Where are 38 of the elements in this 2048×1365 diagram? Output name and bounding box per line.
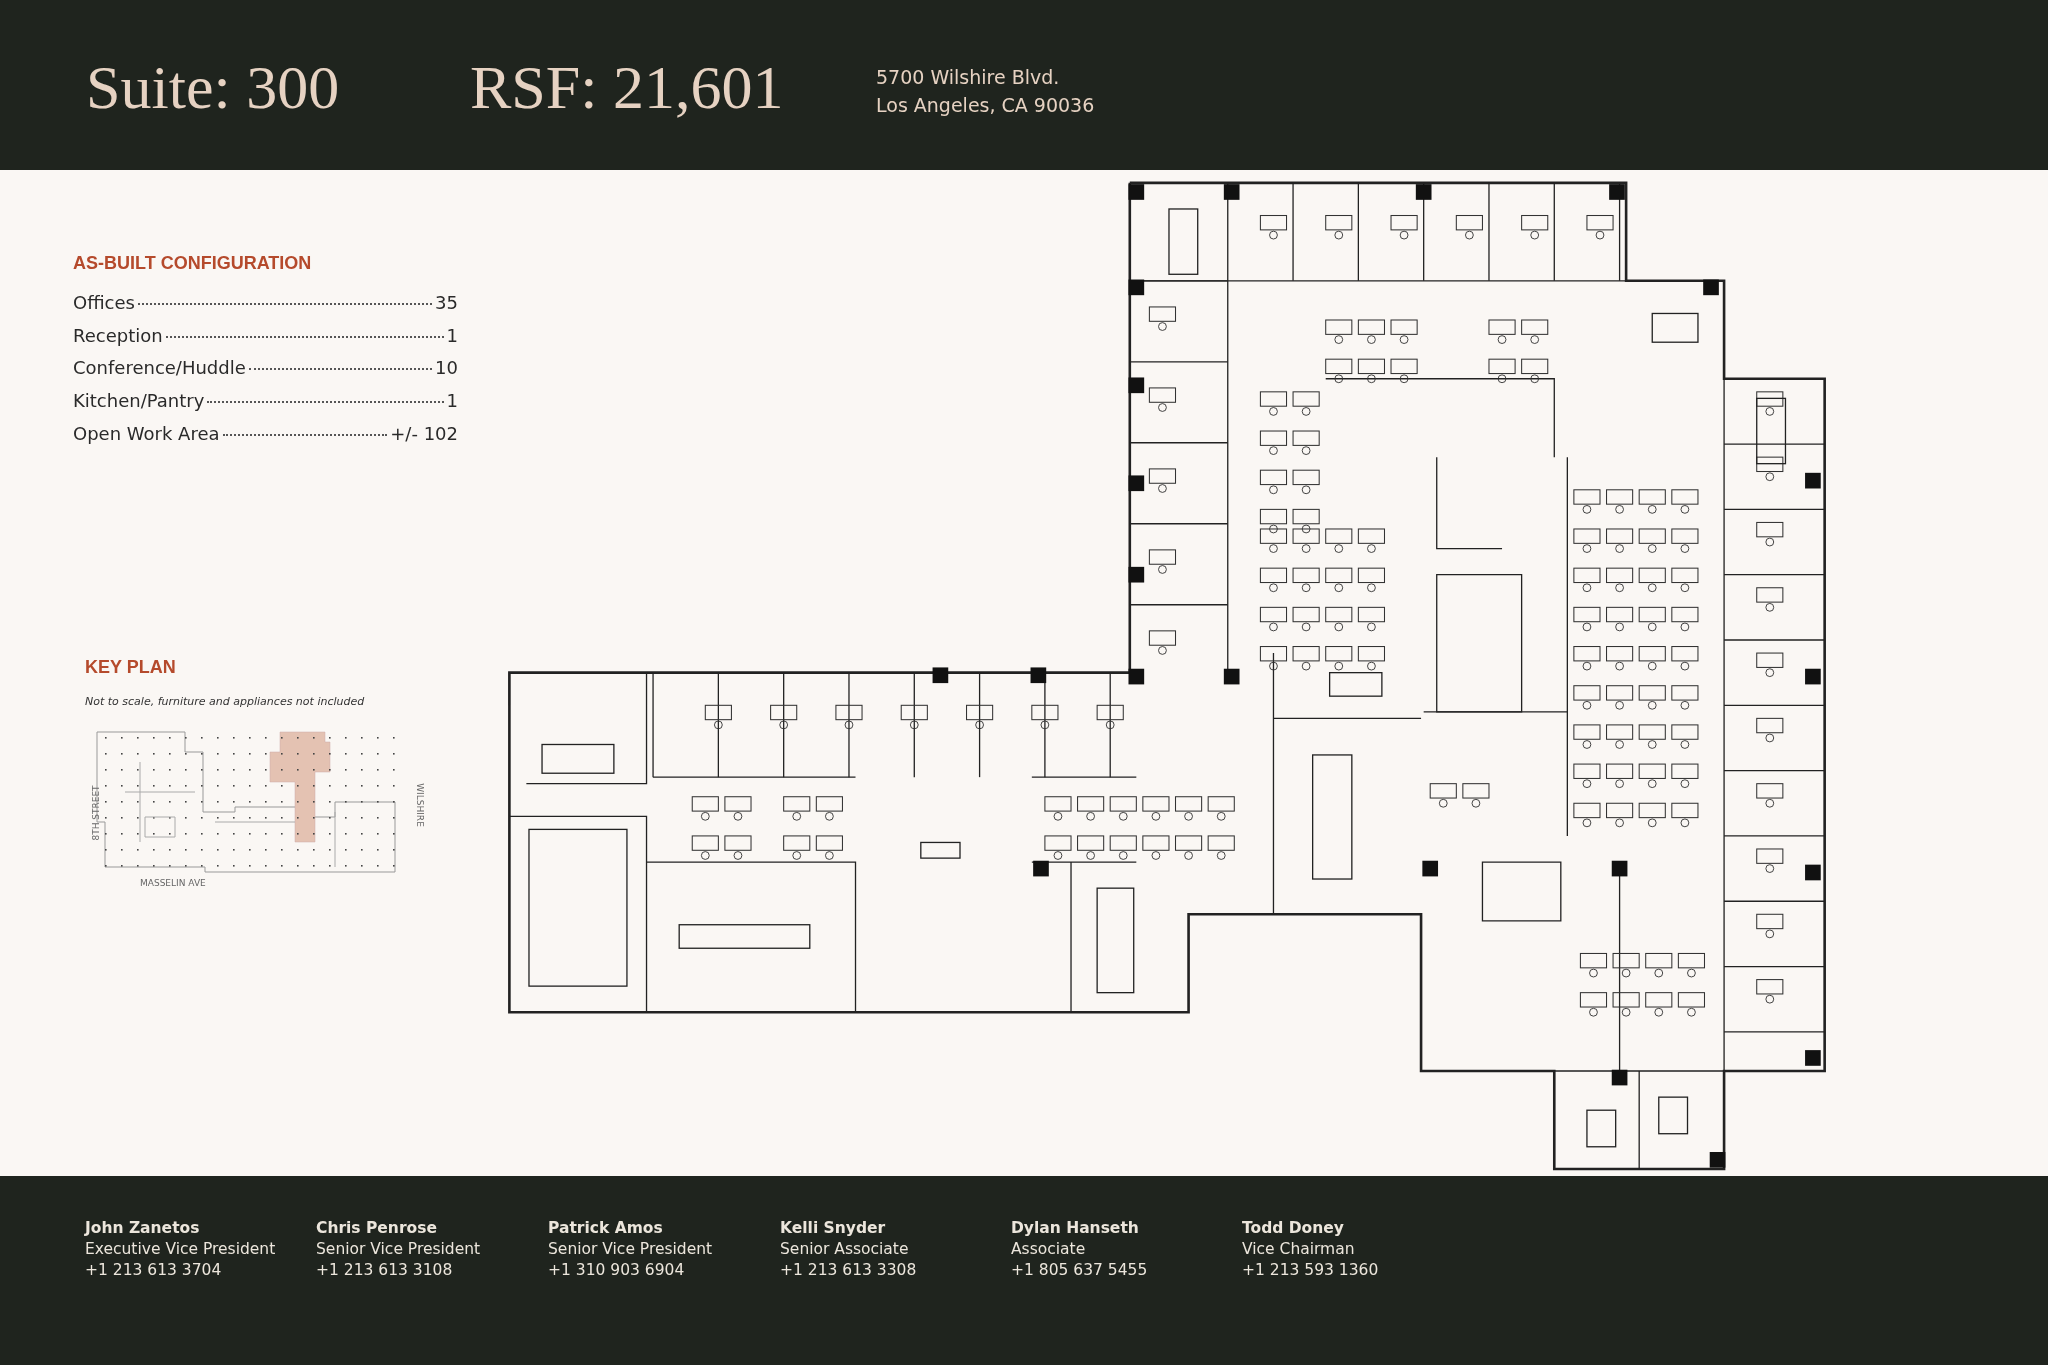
phone-number: +1 213 613 3704 [85,1260,223,1281]
contact-name: Kelli Snyder [780,1218,887,1239]
job-title: Associate [1011,1239,1087,1260]
room-count-value: 10 [435,357,458,379]
job-title: Vice Chairman [1242,1239,1356,1260]
room-count-value: 1 [446,324,458,346]
phone-number: +1 213 593 1360 [1242,1260,1379,1281]
street-label: MASSELIN AVE [140,878,206,888]
address-text: Los Angeles, CA 90036 [876,94,1095,116]
contact-name: John Zanetos [85,1218,201,1239]
room-type-label: Reception [73,324,163,346]
note-text: Not to scale, furniture and appliances not included [85,695,365,708]
job-title: Senior Vice President [548,1239,713,1260]
job-title: Senior Associate [780,1239,910,1260]
phone-number: +1 310 903 6904 [548,1260,686,1281]
section-heading: KEY PLAN [85,657,176,678]
contact-name: Chris Penrose [316,1218,438,1239]
suite-heading: Suite: 300 [86,52,340,123]
street-label: 8TH STREET [90,785,101,841]
address-text: 5700 Wilshire Blvd. [876,66,1060,88]
contact-name: Patrick Amos [548,1218,664,1239]
contact-name: Todd Doney [1242,1218,1345,1239]
phone-number: +1 805 637 5455 [1011,1260,1148,1281]
room-count-value: +/- 102 [390,422,458,444]
job-title: Executive Vice President [85,1239,276,1260]
room-type-label: Conference/Huddle [73,357,246,379]
room-type-label: Offices [73,292,135,313]
phone-number: +1 213 613 3308 [780,1260,917,1281]
room-type-label: Kitchen/Pantry [73,390,205,412]
area-heading: RSF: 21,601 [470,52,784,123]
phone-number: +1 213 613 3108 [316,1260,454,1281]
room-type-label: Open Work Area [73,422,220,444]
job-title: Senior Vice President [316,1239,481,1260]
contact-name: Dylan Hanseth [1011,1218,1140,1239]
room-count-value: 35 [435,292,458,313]
room-count-value: 1 [446,390,458,412]
section-heading: AS-BUILT CONFIGURATION [73,253,312,274]
street-label: WILSHIRE [414,783,425,827]
